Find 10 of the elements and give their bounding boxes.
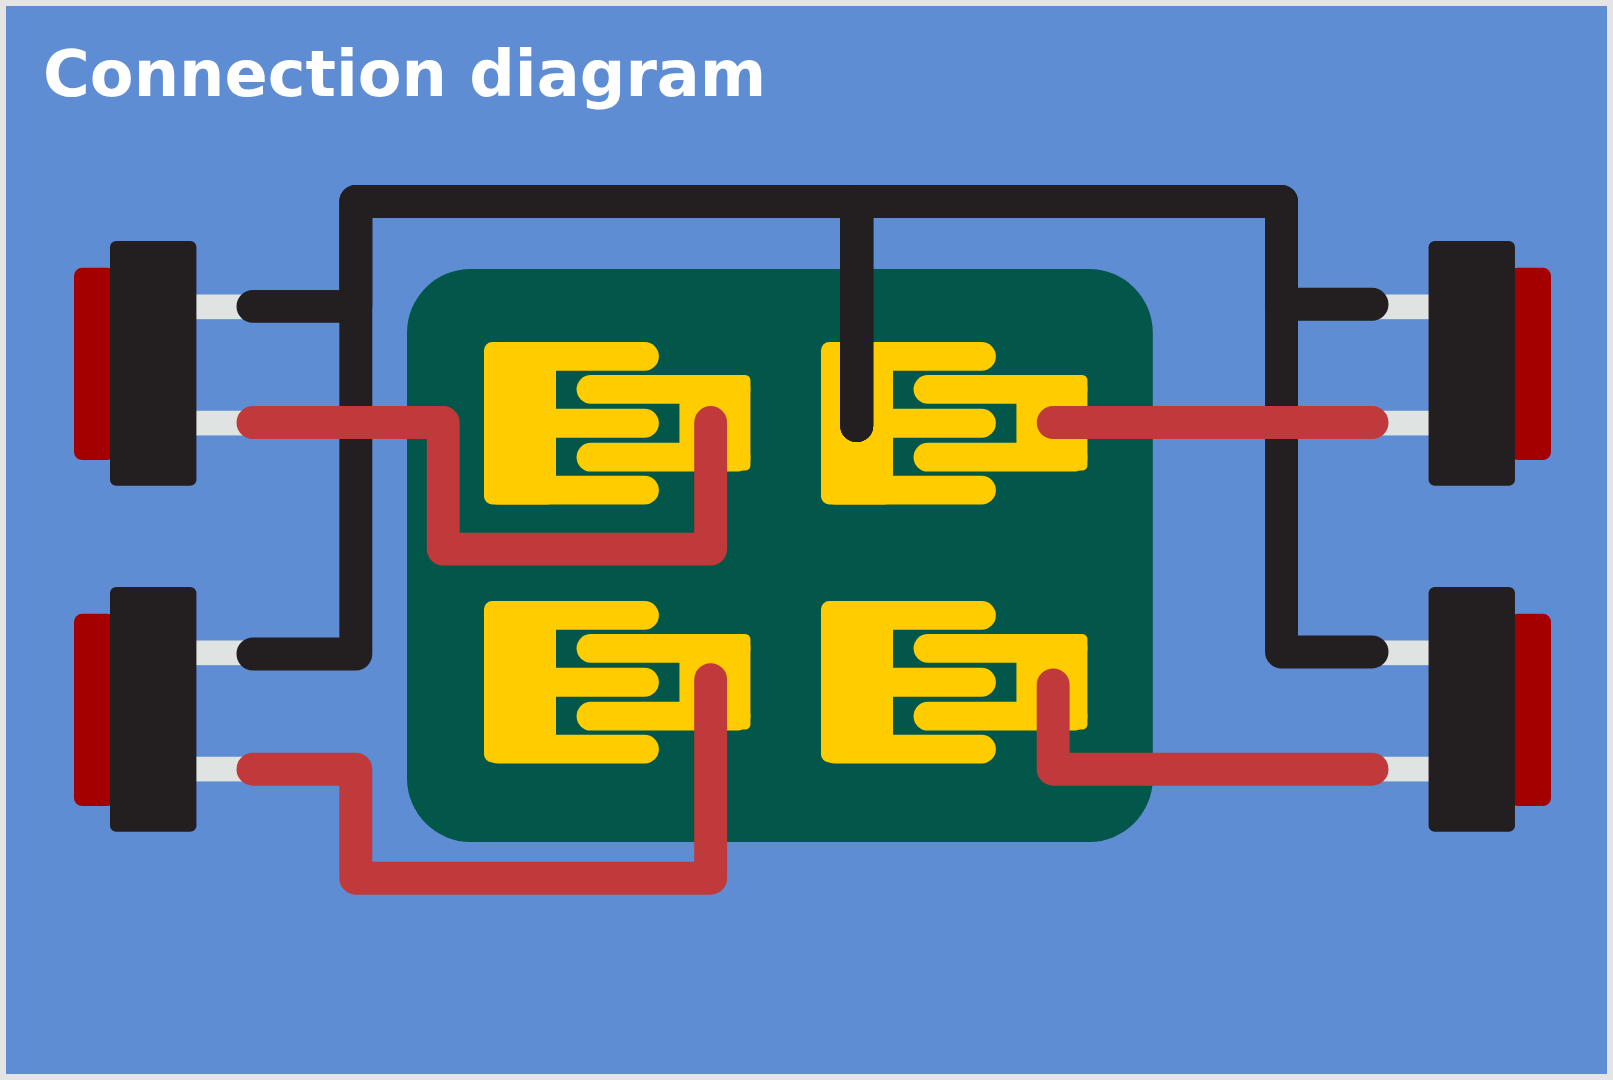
circuit-board bbox=[407, 269, 1153, 843]
terminal-block-drawing bbox=[484, 600, 751, 763]
wire bbox=[1036, 406, 1389, 440]
wire bbox=[1036, 668, 1389, 786]
wire bbox=[840, 184, 1389, 669]
terminal-block-drawing bbox=[820, 600, 1089, 763]
title: Connection diagram bbox=[43, 36, 767, 111]
wire bbox=[236, 406, 728, 566]
terminal-block-drawing bbox=[484, 342, 751, 505]
terminal-block-drawing bbox=[820, 342, 1089, 505]
